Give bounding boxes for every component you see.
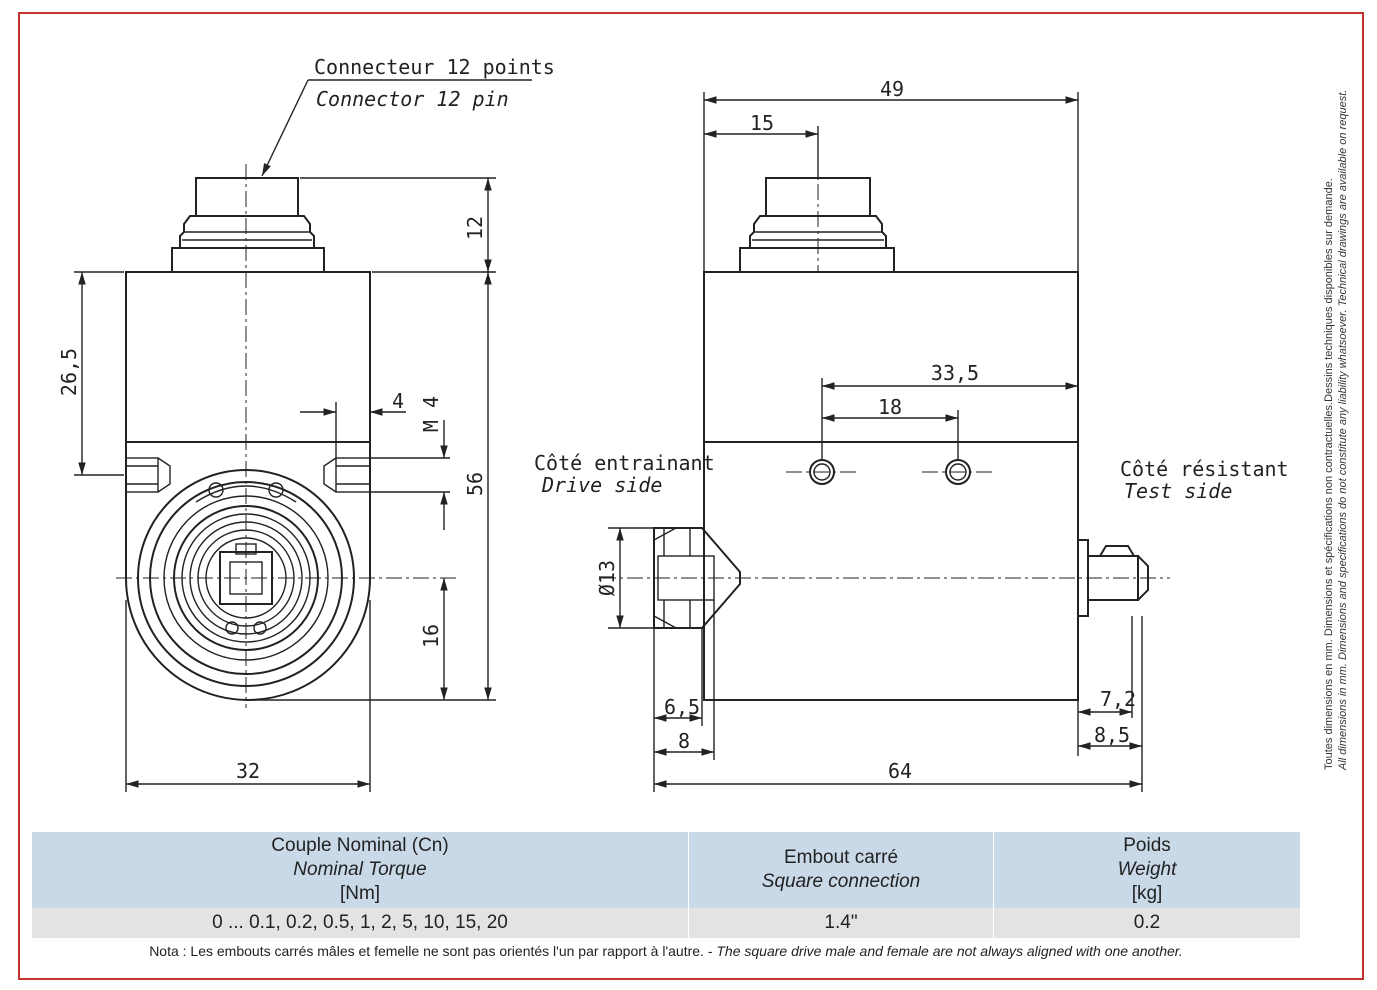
side-disclaimer-en: All dimensions in mm. Dimensions and spe… xyxy=(1337,89,1349,770)
dim-64: 64 xyxy=(888,759,912,783)
dim-12: 12 xyxy=(463,216,487,240)
dim-diameter-13: Ø13 xyxy=(595,560,619,596)
dim-49: 49 xyxy=(880,77,904,101)
technical-drawing: Connecteur 12 points Connector 12 pin 12… xyxy=(57,55,1289,792)
front-view: Connecteur 12 points Connector 12 pin 12… xyxy=(57,55,555,792)
dim-8: 8 xyxy=(678,729,690,753)
test-side-label-fr: Côté résistant xyxy=(1120,457,1289,481)
header-torque: Couple Nominal (Cn) Nominal Torque [Nm] xyxy=(32,832,689,908)
cell-weight: 0.2 xyxy=(993,908,1300,938)
footnote: Nota : Les embouts carrés mâles et femel… xyxy=(32,943,1300,959)
dim-16: 16 xyxy=(419,624,443,648)
dim-26-5: 26,5 xyxy=(57,348,81,396)
drive-side-label-fr: Côté entrainant xyxy=(534,451,715,475)
side-disclaimer: Toutes dimensions en mm. Dimensions et s… xyxy=(1322,40,1362,770)
dim-6-5: 6,5 xyxy=(664,695,700,719)
cell-square-connection: 1.4" xyxy=(688,908,994,938)
drive-side-label-en: Drive side xyxy=(541,473,662,497)
side-view: Côté entrainant Drive side Côté résistan… xyxy=(534,77,1289,792)
cell-torque-range: 0 ... 0.1, 0.2, 0.5, 1, 2, 5, 10, 15, 20 xyxy=(32,908,689,938)
connector-label-en: Connector 12 pin xyxy=(316,87,509,111)
dim-8-5: 8,5 xyxy=(1094,723,1130,747)
header-square-connection: Embout carré Square connection xyxy=(688,832,994,908)
dim-18: 18 xyxy=(878,395,902,419)
header-weight: Poids Weight [kg] xyxy=(993,832,1300,908)
page-border xyxy=(18,12,1364,980)
table-header-row: Couple Nominal (Cn) Nominal Torque [Nm] … xyxy=(32,832,1300,908)
dim-m4: M 4 xyxy=(419,396,443,432)
dim-4: 4 xyxy=(392,389,404,413)
test-side-label-en: Test side xyxy=(1124,479,1232,503)
dim-32: 32 xyxy=(236,759,260,783)
specifications-table: Couple Nominal (Cn) Nominal Torque [Nm] … xyxy=(32,832,1300,938)
dim-56: 56 xyxy=(463,472,487,496)
dim-7-2: 7,2 xyxy=(1100,687,1136,711)
dim-33-5: 33,5 xyxy=(931,361,979,385)
side-disclaimer-fr: Toutes dimensions en mm. Dimensions et s… xyxy=(1323,178,1335,770)
connector-label-fr: Connecteur 12 points xyxy=(314,55,555,79)
footnote-en: The square drive male and female are not… xyxy=(716,943,1183,959)
table-row: 0 ... 0.1, 0.2, 0.5, 1, 2, 5, 10, 15, 20… xyxy=(32,908,1300,938)
footnote-fr: Nota : Les embouts carrés mâles et femel… xyxy=(149,943,717,959)
dim-15: 15 xyxy=(750,111,774,135)
